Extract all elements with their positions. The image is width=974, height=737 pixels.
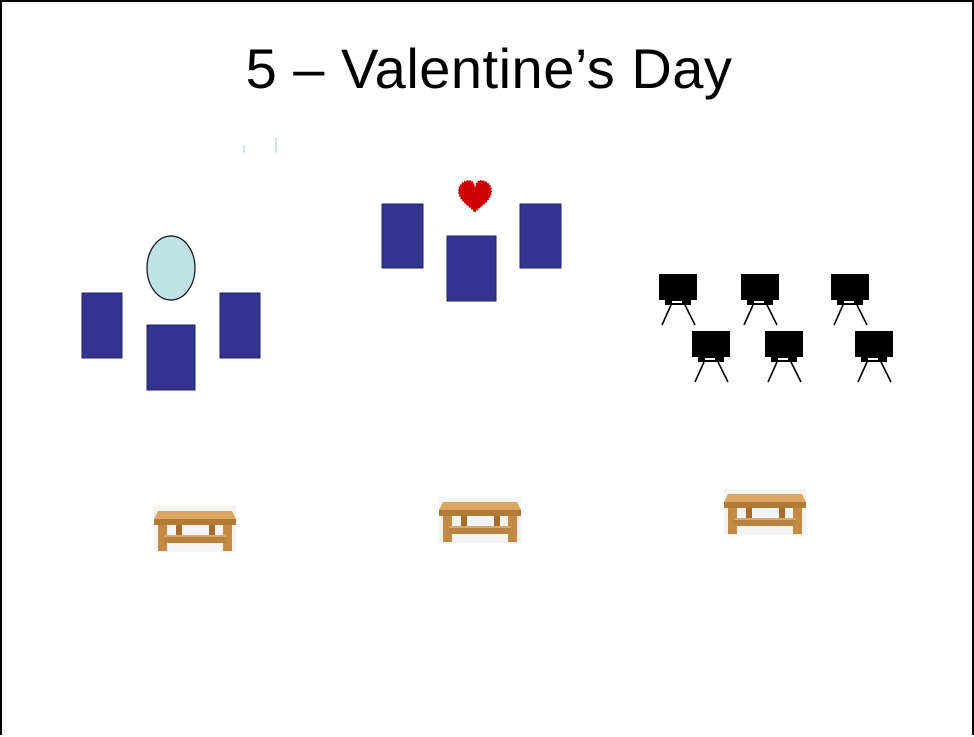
chair-icon	[659, 274, 697, 325]
card	[147, 325, 195, 390]
coffee-table-icon	[439, 497, 521, 543]
chair-icon	[692, 331, 730, 382]
oval-table-icon	[147, 236, 195, 300]
chair-icon	[741, 274, 779, 325]
card	[520, 204, 561, 268]
coffee-table-icon	[724, 489, 806, 535]
chair-icon	[765, 331, 803, 382]
chair-icon	[831, 274, 869, 325]
card	[220, 293, 260, 358]
group-right	[659, 274, 893, 382]
chair-icon	[855, 331, 893, 382]
coffee-table-icon	[154, 506, 236, 552]
group-left	[82, 236, 260, 390]
heart-icon	[458, 180, 492, 213]
card	[82, 293, 122, 358]
card	[447, 236, 496, 301]
card	[382, 204, 423, 268]
group-middle	[382, 180, 561, 301]
